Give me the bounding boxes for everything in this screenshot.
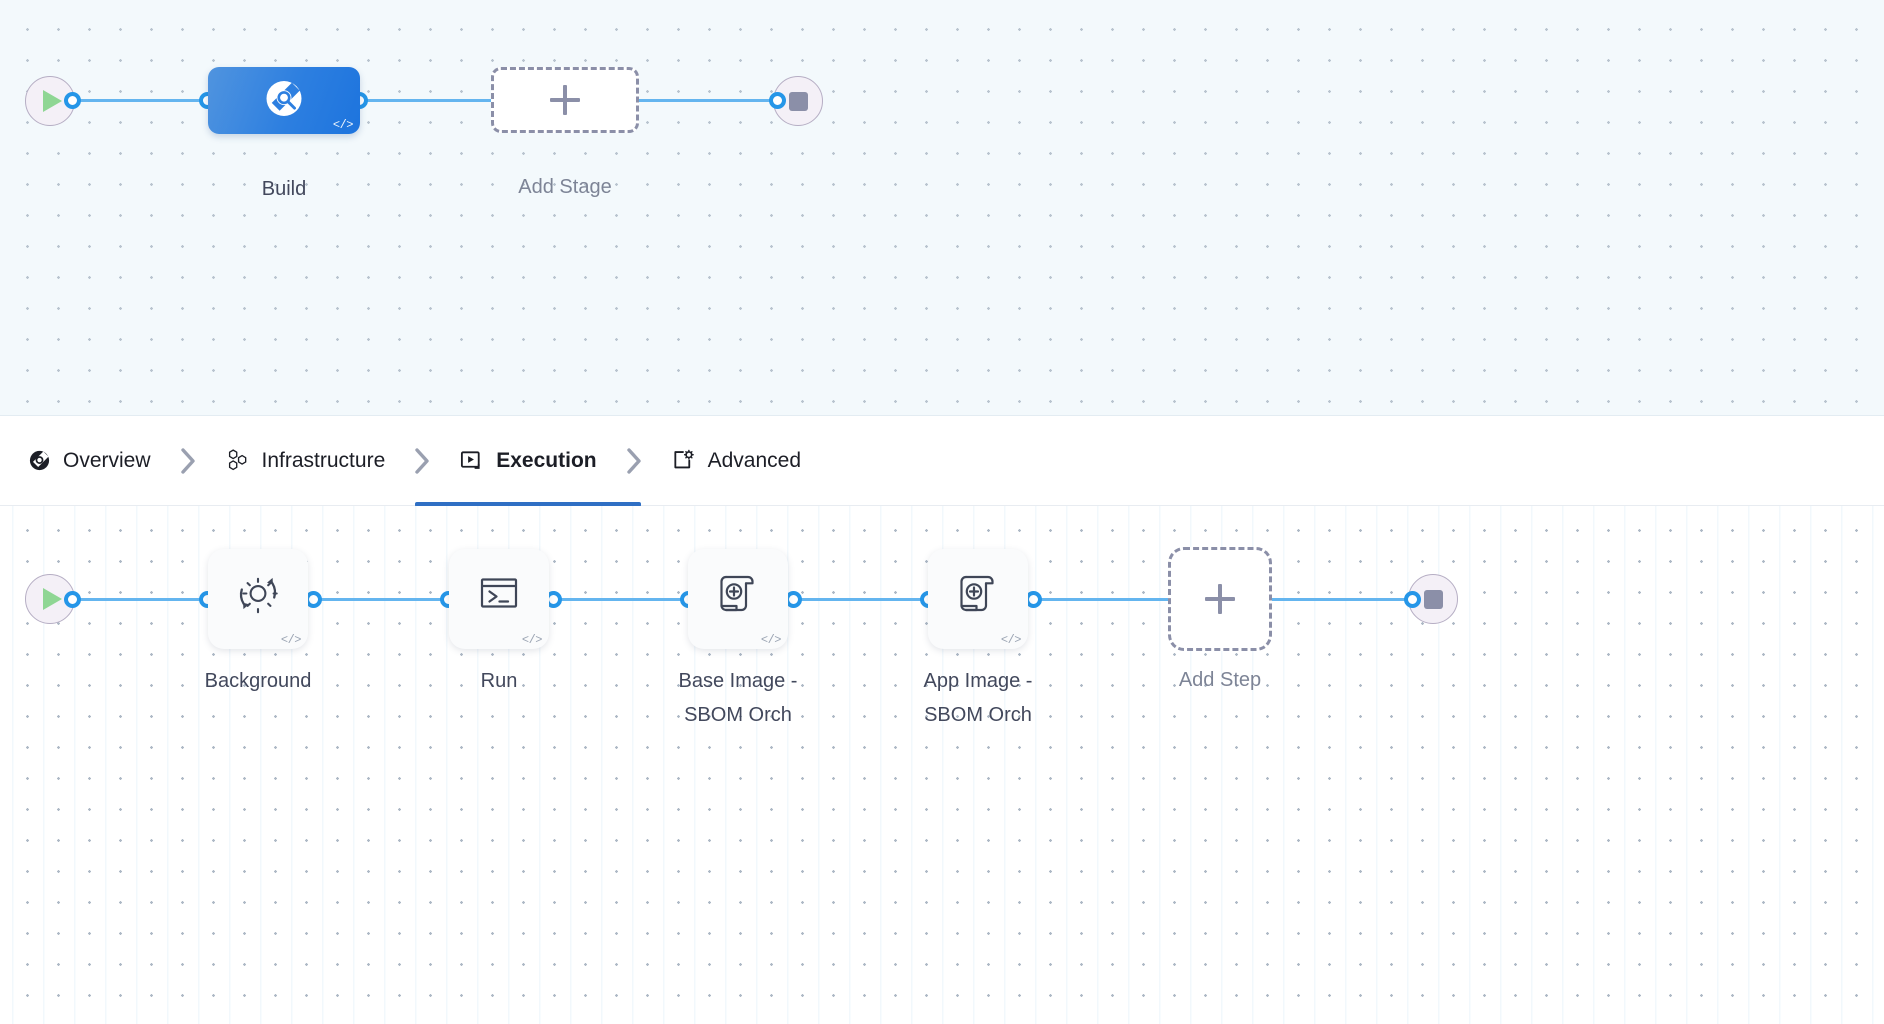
tab-separator-chevron-icon	[155, 446, 221, 476]
step-start-node[interactable]	[25, 574, 75, 624]
stage-start-port[interactable]	[64, 92, 81, 109]
play-icon	[43, 90, 62, 112]
tab-infrastructure[interactable]: Infrastructure	[221, 416, 390, 506]
step-node-app-image-label: App Image - SBOM Orch	[923, 670, 1033, 726]
tab-separator-chevron-icon	[389, 446, 455, 476]
step-node-base-image-sbom-orch[interactable]: </>	[688, 549, 788, 649]
step-node-run-label: Run	[480, 670, 518, 692]
play-icon	[43, 588, 62, 610]
code-badge: </>	[1000, 633, 1022, 647]
stage-config-tabbar: Overview Infrastructure	[0, 416, 1884, 507]
tab-advanced-label: Advanced	[707, 448, 802, 472]
advanced-gear-card-icon	[671, 448, 696, 473]
step-edge-baseimage-appimage	[783, 598, 941, 601]
execution-play-box-icon	[459, 448, 484, 473]
step-stop-port[interactable]	[1404, 591, 1421, 608]
stage-node-build-label: Build	[261, 178, 307, 200]
tab-execution[interactable]: Execution	[415, 416, 642, 507]
terminal-icon	[475, 570, 523, 623]
stage-node-build[interactable]: </>	[208, 67, 360, 134]
stop-icon	[1423, 589, 1443, 609]
add-stage-label: Add Stage	[518, 176, 612, 198]
stage-graph-canvas[interactable]: </> Build Add Stage	[0, 0, 1884, 416]
step-node-run[interactable]: </>	[449, 549, 549, 649]
stop-icon	[788, 91, 808, 111]
code-badge: </>	[521, 633, 543, 647]
step-edge-start-background	[72, 598, 220, 601]
stage-edge-build-addstage	[356, 99, 504, 102]
scroll-plus-icon	[952, 568, 1004, 625]
execution-graph-canvas[interactable]: </> Background </> Run	[0, 506, 1884, 1024]
step-node-app-image-sbom-orch[interactable]: </>	[928, 549, 1028, 649]
tab-separator-chevron-icon	[601, 446, 667, 476]
stage-stop-port[interactable]	[769, 92, 786, 109]
add-step-button[interactable]	[1168, 547, 1272, 651]
plus-icon	[1205, 584, 1235, 614]
tab-advanced[interactable]: Advanced	[667, 416, 805, 506]
step-node-background[interactable]: </>	[208, 549, 308, 649]
code-badge: </>	[332, 118, 354, 132]
add-stage-button[interactable]	[491, 67, 639, 133]
tab-overview[interactable]: Overview	[24, 416, 155, 506]
step-edge-addstep-stop	[1270, 598, 1430, 601]
step-edge-run-baseimage	[543, 598, 701, 601]
tab-infrastructure-label: Infrastructure	[261, 448, 386, 472]
step-edge-appimage-addstep	[1023, 598, 1181, 601]
step-edge-background-run	[303, 598, 461, 601]
code-badge: </>	[760, 633, 782, 647]
scroll-plus-icon	[712, 568, 764, 625]
stage-edge-start-build	[72, 99, 214, 102]
step-start-port[interactable]	[64, 591, 81, 608]
ci-build-icon	[263, 77, 305, 124]
tab-execution-label: Execution	[496, 448, 597, 472]
overview-pie-icon	[28, 449, 51, 472]
step-node-base-image-label: Base Image - SBOM Orch	[678, 670, 798, 726]
add-step-label: Add Step	[1178, 669, 1262, 691]
gear-refresh-icon	[232, 568, 284, 625]
stage-edge-addstage-stop	[634, 99, 784, 102]
tab-overview-label: Overview	[63, 448, 151, 472]
step-node-background-label: Background	[204, 670, 312, 692]
code-badge: </>	[280, 633, 302, 647]
plus-icon	[550, 85, 580, 115]
hexagon-cluster-icon	[225, 448, 250, 473]
